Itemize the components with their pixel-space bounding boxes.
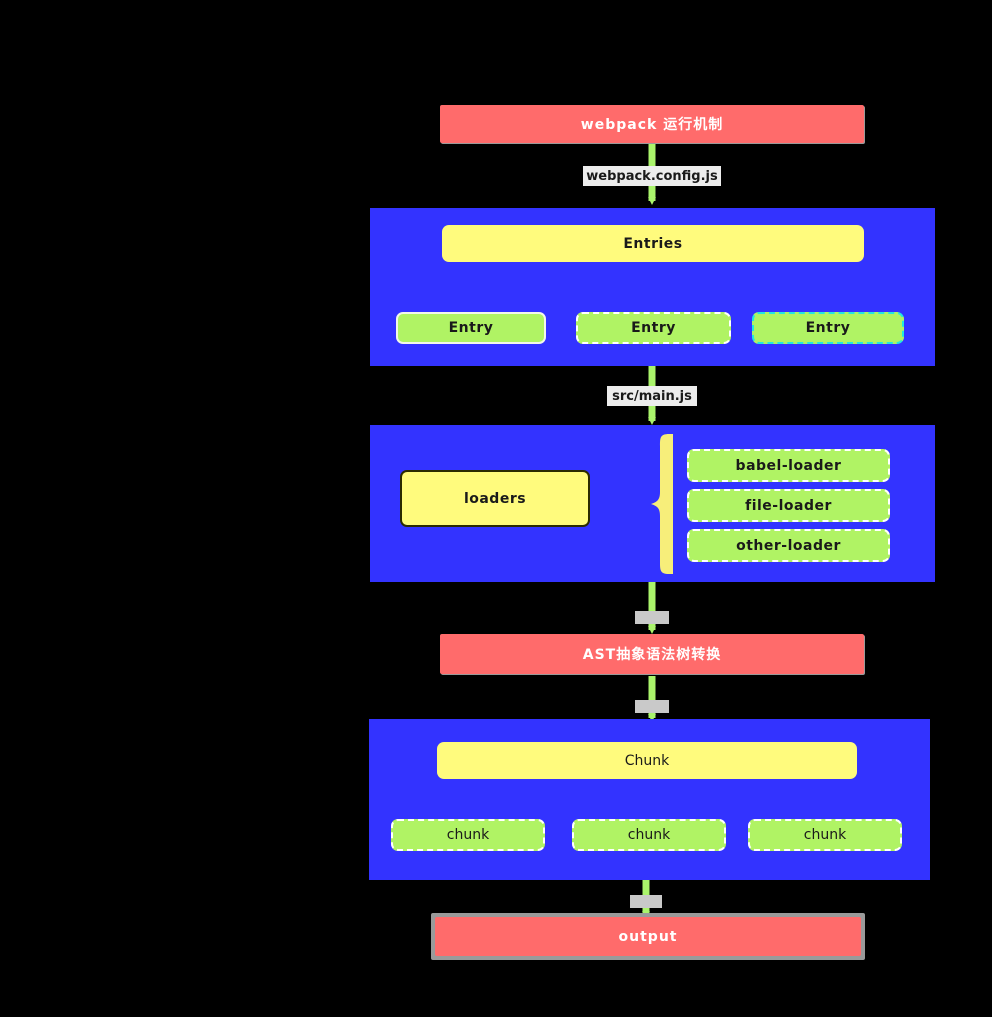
leaf-entry-1[interactable]: Entry: [396, 312, 546, 344]
stage-output[interactable]: output: [435, 917, 861, 956]
leaf-entry-2[interactable]: Entry: [576, 312, 731, 344]
leaf-other-loader[interactable]: other-loader: [687, 529, 890, 562]
leaf-chunk-1[interactable]: chunk: [391, 819, 545, 851]
brace-icon: [651, 434, 673, 574]
parent-chunk[interactable]: Chunk: [437, 742, 857, 779]
stage-webpack-runtime[interactable]: webpack 运行机制: [440, 105, 864, 143]
leaf-entry-3[interactable]: Entry: [752, 312, 904, 344]
leaf-babel-loader[interactable]: babel-loader: [687, 449, 890, 482]
leaf-chunk-3[interactable]: chunk: [748, 819, 902, 851]
edge-label-blank-loaders-ast: [635, 611, 669, 624]
group-loaders: loaders babel-loader file-loader other-l…: [370, 425, 935, 582]
edge-label-webpack-config: webpack.config.js: [583, 166, 721, 186]
stage-ast-transform[interactable]: AST抽象语法树转换: [440, 634, 864, 674]
group-entries: Entries Entry Entry Entry: [370, 208, 935, 366]
group-chunks: Chunk chunk chunk chunk: [369, 719, 930, 880]
edge-label-src-main: src/main.js: [607, 386, 697, 406]
parent-entries[interactable]: Entries: [442, 225, 864, 262]
leaf-chunk-2[interactable]: chunk: [572, 819, 726, 851]
parent-loaders[interactable]: loaders: [400, 470, 590, 527]
leaf-file-loader[interactable]: file-loader: [687, 489, 890, 522]
edge-label-blank-chunk-output: [630, 895, 662, 908]
edge-label-blank-ast-chunk: [635, 700, 669, 713]
